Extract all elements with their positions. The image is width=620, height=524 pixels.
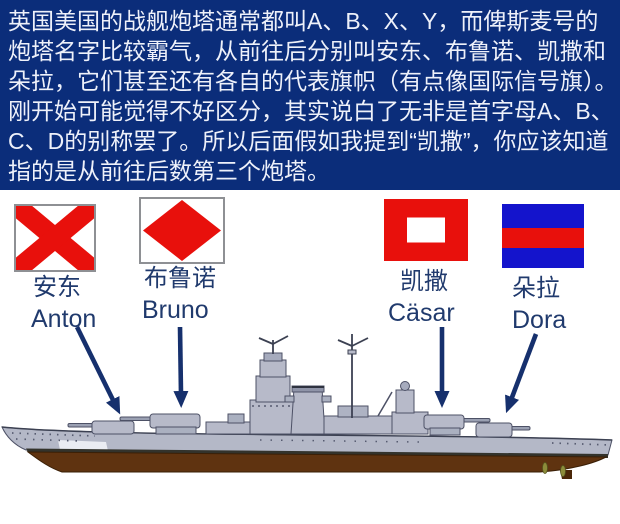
turret-anton xyxy=(67,420,135,435)
flag-group-anton: 安东 Anton xyxy=(14,204,125,334)
ship-superstructure xyxy=(205,352,429,435)
turret-dora xyxy=(475,422,531,438)
intro-text-block: 英国美国的战舰炮塔通常都叫A、B、X、Y，而俾斯麦号的 炮塔名字比较霸气，从前往… xyxy=(0,0,620,190)
intro-line-5: C、D的别称罢了。所以后面假如我提到“凯撒”，你应该知道 xyxy=(8,128,609,154)
dora-striped-flag-icon xyxy=(502,204,584,268)
intro-line-4: 刚开始可能觉得不好区分，其实说白了无非是首字母A、B、 xyxy=(8,98,614,124)
bruno-label-zh: 布鲁诺 xyxy=(144,265,216,292)
ship-propeller xyxy=(560,465,566,477)
intro-line-6: 指的是从前往后数第三个炮塔。 xyxy=(8,158,330,184)
turret-caesar xyxy=(423,414,491,436)
intro-line-1: 英国美国的战舰炮塔通常都叫A、B、X、Y，而俾斯麦号的 xyxy=(8,8,599,34)
dora-label-en: Dora xyxy=(512,306,567,334)
anton-saltire-flag-icon xyxy=(14,204,96,272)
flag-group-caesar: 凯撒 Cäsar xyxy=(384,199,494,328)
ship-propeller xyxy=(542,462,548,474)
bruno-diamond-flag-icon xyxy=(139,197,225,264)
flag-group-dora: 朵拉 Dora xyxy=(502,204,612,335)
intro-line-3: 朵拉，它们甚至还有各自的代表旗帜（有点像国际信号旗）。 xyxy=(8,68,618,94)
bruno-label-en: Bruno xyxy=(142,296,209,324)
caesar-label-en: Cäsar xyxy=(388,299,455,327)
caesar-square-flag-icon xyxy=(384,199,468,261)
intro-line-2: 炮塔名字比较霸气，从前往后分别叫安东、布鲁诺、凯撒和 xyxy=(8,38,606,64)
anton-label-zh: 安东 xyxy=(33,274,81,301)
ship-masts xyxy=(258,334,369,418)
caesar-label-zh: 凯撒 xyxy=(400,268,448,295)
ship-main-turrets xyxy=(67,413,531,438)
dora-label-zh: 朵拉 xyxy=(512,275,560,302)
turret-bruno xyxy=(119,413,201,435)
flag-group-bruno: 布鲁诺 Bruno xyxy=(139,197,250,325)
ship-hull xyxy=(1,426,613,479)
battleship-illustration xyxy=(1,334,613,479)
